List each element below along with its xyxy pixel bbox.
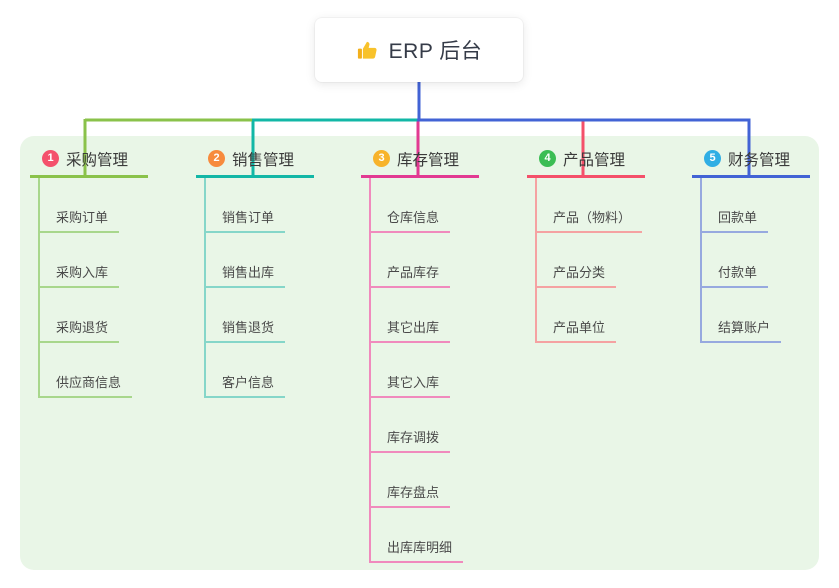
badge-3: 3 xyxy=(373,150,390,167)
branch-children: 回款单 付款单 结算账户 xyxy=(700,178,810,343)
branch-header-inventory[interactable]: 3 库存管理 xyxy=(361,142,479,178)
child-label: 采购订单 xyxy=(40,207,120,233)
child-label: 仓库信息 xyxy=(371,207,451,233)
child-label: 销售出库 xyxy=(206,262,286,288)
branch-product: 4 产品管理 产品（物料） 产品分类 产品单位 xyxy=(527,142,645,343)
branch-title: 产品管理 xyxy=(563,151,626,169)
child-node[interactable]: 销售出库 xyxy=(206,233,314,288)
child-node[interactable]: 采购订单 xyxy=(40,178,148,233)
badge-1: 1 xyxy=(42,150,59,167)
child-label: 客户信息 xyxy=(206,372,286,398)
child-node[interactable]: 产品分类 xyxy=(537,233,645,288)
branch-title: 采购管理 xyxy=(66,151,129,169)
child-node[interactable]: 结算账户 xyxy=(702,288,810,343)
child-label: 其它出库 xyxy=(371,317,451,343)
child-label: 产品库存 xyxy=(371,262,451,288)
child-label: 其它入库 xyxy=(371,372,451,398)
child-node[interactable]: 出库库明细 xyxy=(371,508,479,563)
branch-header-finance[interactable]: 5 财务管理 xyxy=(692,142,810,178)
child-label: 销售订单 xyxy=(206,207,286,233)
child-label: 库存调拨 xyxy=(371,427,451,453)
child-label: 回款单 xyxy=(702,207,769,233)
branch-children: 销售订单 销售出库 销售退货 客户信息 xyxy=(204,178,314,398)
child-node[interactable]: 产品（物料） xyxy=(537,178,645,233)
child-node[interactable]: 仓库信息 xyxy=(371,178,479,233)
branch-title: 库存管理 xyxy=(397,151,460,169)
child-node[interactable]: 采购入库 xyxy=(40,233,148,288)
branch-header-purchase[interactable]: 1 采购管理 xyxy=(30,142,148,178)
badge-5: 5 xyxy=(704,150,721,167)
child-node[interactable]: 其它出库 xyxy=(371,288,479,343)
mindmap-panel xyxy=(20,136,819,570)
child-label: 出库库明细 xyxy=(371,537,464,563)
child-label: 付款单 xyxy=(702,262,769,288)
child-label: 产品（物料） xyxy=(537,207,643,233)
child-node[interactable]: 付款单 xyxy=(702,233,810,288)
child-label: 销售退货 xyxy=(206,317,286,343)
child-node[interactable]: 客户信息 xyxy=(206,343,314,398)
child-label: 产品分类 xyxy=(537,262,617,288)
child-label: 库存盘点 xyxy=(371,482,451,508)
branch-sales: 2 销售管理 销售订单 销售出库 销售退货 客户信息 xyxy=(196,142,314,398)
thumbs-up-icon xyxy=(357,41,377,59)
child-node[interactable]: 销售订单 xyxy=(206,178,314,233)
child-label: 供应商信息 xyxy=(40,372,133,398)
branch-purchase: 1 采购管理 采购订单 采购入库 采购退货 供应商信息 xyxy=(30,142,148,398)
child-node[interactable]: 产品单位 xyxy=(537,288,645,343)
branch-children: 采购订单 采购入库 采购退货 供应商信息 xyxy=(38,178,148,398)
branch-finance: 5 财务管理 回款单 付款单 结算账户 xyxy=(692,142,810,343)
branch-children: 仓库信息 产品库存 其它出库 其它入库 库存调拨 库存盘点 出库库明细 xyxy=(369,178,479,563)
badge-2: 2 xyxy=(208,150,225,167)
child-node[interactable]: 回款单 xyxy=(702,178,810,233)
child-label: 采购入库 xyxy=(40,262,120,288)
child-node[interactable]: 产品库存 xyxy=(371,233,479,288)
branch-title: 销售管理 xyxy=(232,151,295,169)
branch-header-sales[interactable]: 2 销售管理 xyxy=(196,142,314,178)
child-node[interactable]: 供应商信息 xyxy=(40,343,148,398)
branch-children: 产品（物料） 产品分类 产品单位 xyxy=(535,178,645,343)
branch-inventory: 3 库存管理 仓库信息 产品库存 其它出库 其它入库 库存调拨 库存盘点 出库库… xyxy=(361,142,479,563)
child-label: 采购退货 xyxy=(40,317,120,343)
badge-4: 4 xyxy=(539,150,556,167)
root-node-title: ERP 后台 xyxy=(388,40,483,63)
child-node[interactable]: 库存调拨 xyxy=(371,398,479,453)
branch-title: 财务管理 xyxy=(728,151,791,169)
child-label: 结算账户 xyxy=(702,317,782,343)
child-label: 产品单位 xyxy=(537,317,617,343)
branch-header-product[interactable]: 4 产品管理 xyxy=(527,142,645,178)
child-node[interactable]: 销售退货 xyxy=(206,288,314,343)
root-node[interactable]: ERP 后台 xyxy=(315,18,523,82)
child-node[interactable]: 库存盘点 xyxy=(371,453,479,508)
child-node[interactable]: 其它入库 xyxy=(371,343,479,398)
child-node[interactable]: 采购退货 xyxy=(40,288,148,343)
